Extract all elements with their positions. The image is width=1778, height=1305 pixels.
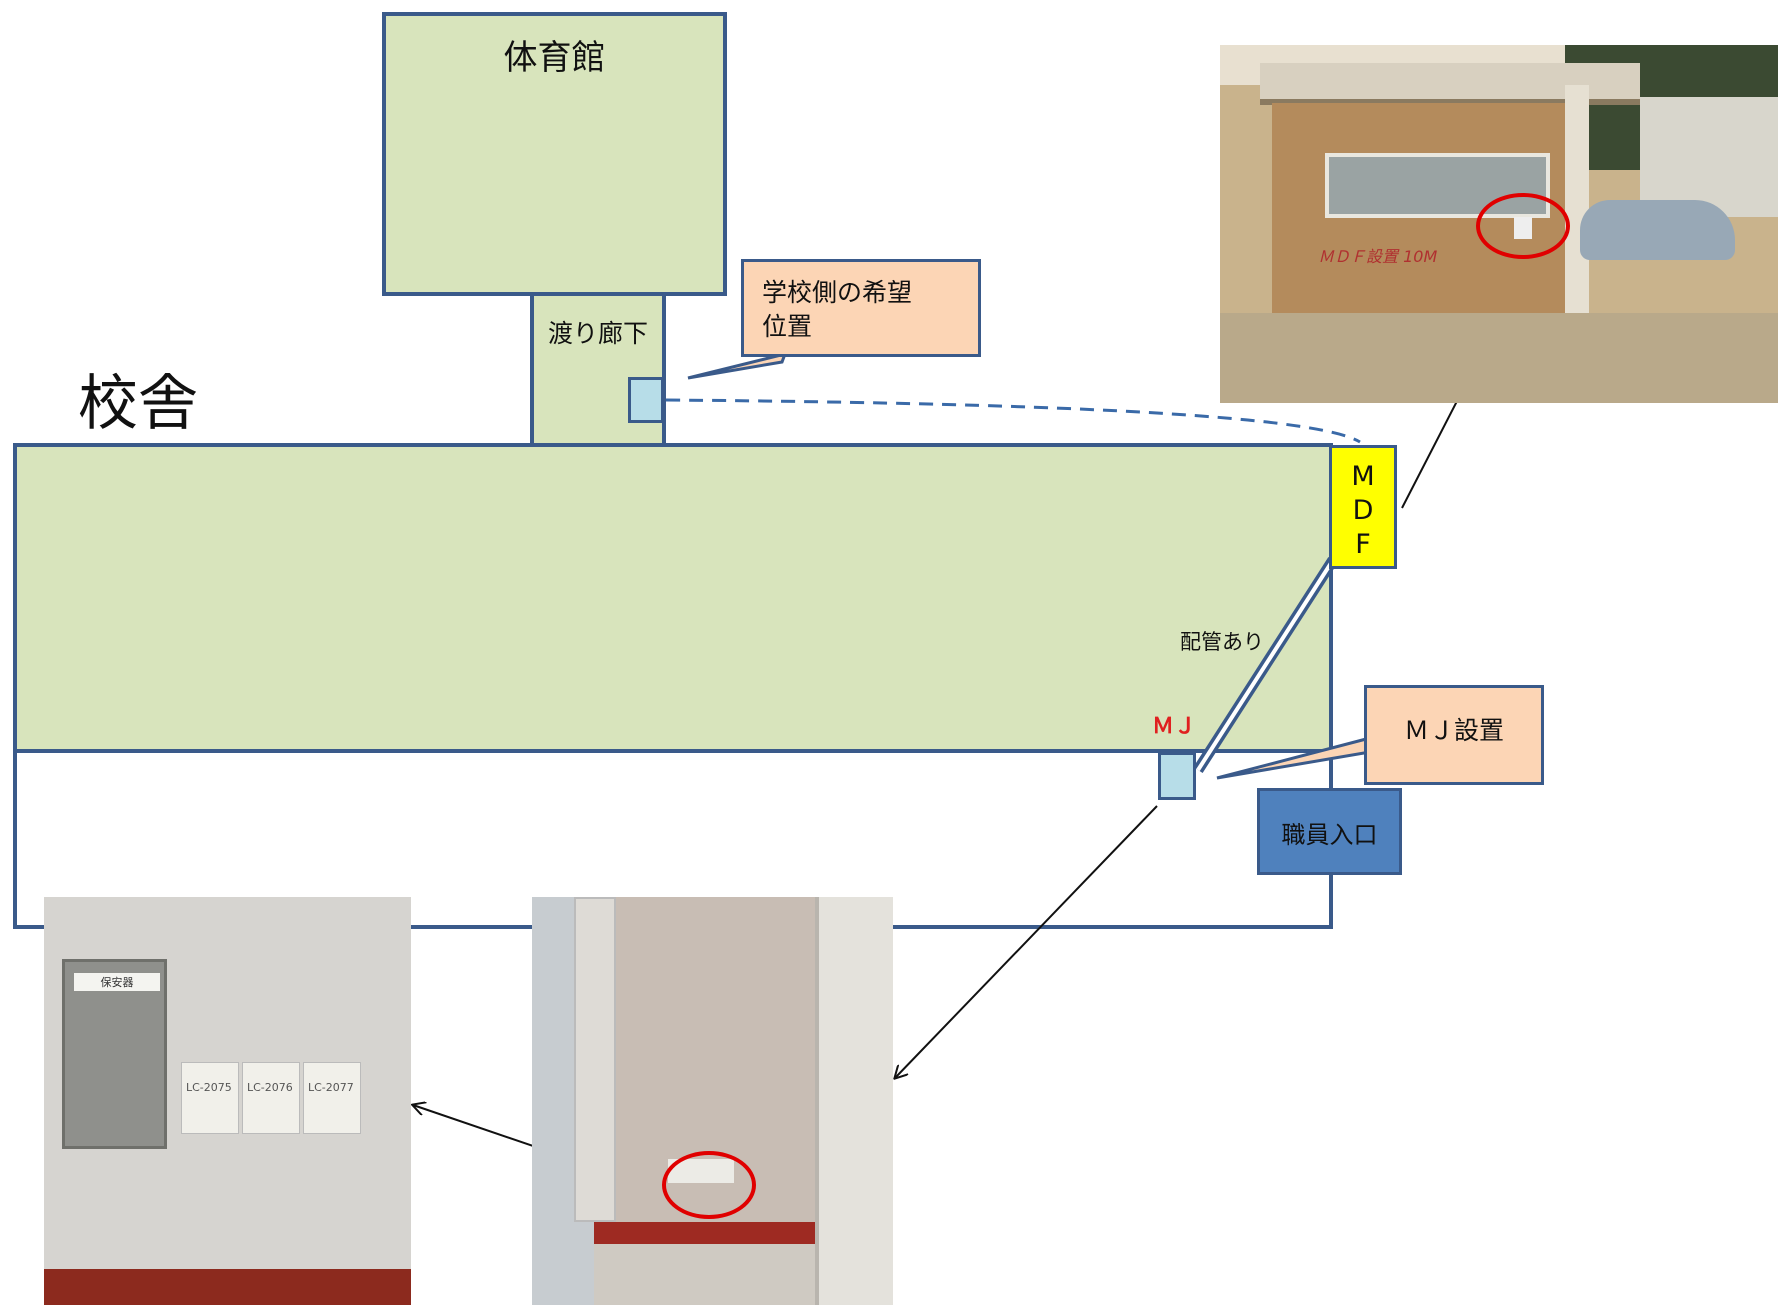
arrow-mj-to-photo (895, 805, 1158, 1078)
photo-building-graffiti: ＭＤＦ設置 10M (1318, 247, 1438, 266)
mdf-label: M D F (1351, 461, 1375, 560)
photo-outlet-tag-text: 保安器 (100, 976, 134, 989)
photo-outlet-closeup: 保安器 LC-2075 LC-2076 LC-2077 (44, 897, 411, 1305)
staff-entrance: 職員入口 (1257, 788, 1402, 875)
photo-building-exterior: ＭＤＦ設置 10M (1220, 45, 1778, 403)
callout-hope-text: 学校側の希望 位置 (762, 278, 913, 341)
school-building (13, 443, 1333, 753)
photo-floor (594, 1244, 815, 1305)
mdf-box: M D F (1329, 445, 1397, 569)
photo-outlet-socket-2: LC-2076 (242, 1062, 300, 1134)
jack-corridor (628, 377, 664, 423)
callout-mj: ＭＪ設置 (1364, 685, 1544, 785)
callout-hope: 学校側の希望 位置 (741, 259, 981, 357)
mj-small-label: ＭＪ (1152, 714, 1197, 739)
photo-door-frame (574, 897, 616, 1222)
photo-car (1580, 200, 1735, 260)
photo-baseboard (44, 1269, 411, 1305)
photo-baseboard-2 (594, 1222, 815, 1244)
gym-label: 体育館 (503, 38, 606, 78)
photo-locker (815, 897, 893, 1305)
photo-right-building (1640, 97, 1778, 217)
gym-building: 体育館 (382, 12, 727, 296)
pipe-label: 配管あり (1180, 630, 1264, 654)
highlight-circle (1476, 193, 1570, 259)
photo-pillar (1565, 85, 1589, 325)
highlight-circle-2 (662, 1151, 756, 1219)
pipe-line-inner (1196, 558, 1335, 772)
photo-outlet-tag: 保安器 (74, 973, 160, 991)
staff-entrance-label: 職員入口 (1281, 821, 1378, 849)
callout-hope-tail (687, 351, 788, 380)
photo-ground (1220, 313, 1778, 403)
corridor-label: 渡り廊下 (548, 319, 649, 348)
callout-mj-tail (1216, 736, 1372, 780)
jack-mj (1158, 752, 1196, 800)
photo-outlet-label-2: LC-2076 (247, 1081, 293, 1094)
photo-outlet-socket-3: LC-2077 (303, 1062, 361, 1134)
school-label: 校舎 (78, 369, 198, 439)
photo-outlet-label-3: LC-2077 (308, 1081, 354, 1094)
dashed-route (665, 398, 1361, 444)
photo-outlet-label-1: LC-2075 (186, 1081, 232, 1094)
photo-outlet-socket-1: LC-2075 (181, 1062, 239, 1134)
photo-hallway-wall (532, 897, 893, 1305)
callout-mj-text: ＭＪ設置 (1403, 716, 1504, 745)
